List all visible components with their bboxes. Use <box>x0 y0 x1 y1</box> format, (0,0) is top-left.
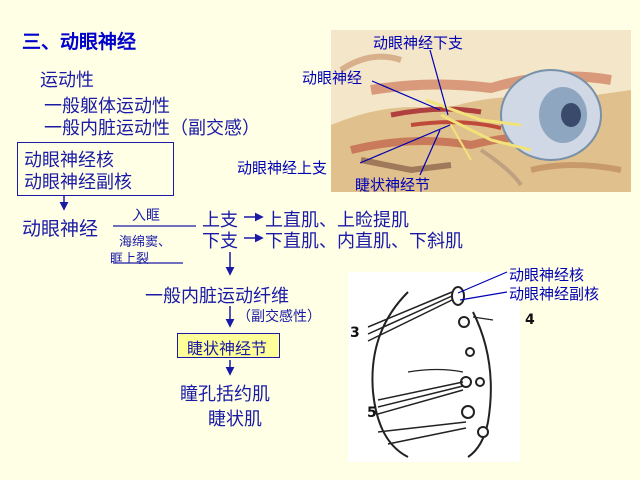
pathway-enter-orbit: 入眶 <box>132 208 160 224</box>
slide-title: 三、动眼神经 <box>22 31 137 53</box>
superior-branch: 上支 <box>202 210 238 231</box>
ciliary-ganglion-box: 睫状神经节 <box>177 333 280 358</box>
ciliary-ganglion-label: 睫状神经节 <box>187 339 268 358</box>
property-somatic-motor: 一般躯体运动性 <box>44 96 170 117</box>
property-visceral-motor: 一般内脏运动性（副交感） <box>44 118 260 139</box>
inferior-targets: 下直肌、内直肌、下斜肌 <box>265 231 463 252</box>
nucleus-accessory: 动眼神经副核 <box>24 172 132 193</box>
label-superior-branch: 动眼神经上支 <box>237 159 328 177</box>
inferior-branch: 下支 <box>202 231 238 252</box>
schematic-label-accessory-nucleus: 动眼神经副核 <box>509 285 600 303</box>
superior-targets: 上直肌、上睑提肌 <box>265 210 409 231</box>
pathway-nerve: 动眼神经 <box>22 218 99 240</box>
pathway-via-sinus: 海绵窦、 <box>119 235 172 250</box>
label-inferior-branch: 动眼神经下支 <box>373 34 464 52</box>
property-motor: 运动性 <box>40 70 94 91</box>
schematic-label-nucleus: 动眼神经核 <box>509 266 585 284</box>
nuclei-box <box>17 142 174 196</box>
parasympathetic-note: （副交感性） <box>237 309 321 325</box>
target-sphincter-pupillae: 瞳孔括约肌 <box>180 384 270 405</box>
nucleus-main: 动眼神经核 <box>24 150 114 171</box>
pathway-via-fissure: 眶上裂 <box>110 252 150 267</box>
label-oculomotor-nerve: 动眼神经 <box>302 69 363 87</box>
label-ciliary-ganglion: 睫状神经节 <box>355 176 431 194</box>
brainstem-schematic <box>348 272 520 462</box>
schematic-number-4: 4 <box>525 312 535 328</box>
orbit-anatomy-illustration <box>331 30 631 192</box>
schematic-number-5: 5 <box>367 405 377 421</box>
schematic-number-3: 3 <box>350 325 360 341</box>
visceral-motor-fibers: 一般内脏运动纤维 <box>145 286 289 307</box>
target-ciliary-muscle: 睫状肌 <box>208 409 262 430</box>
